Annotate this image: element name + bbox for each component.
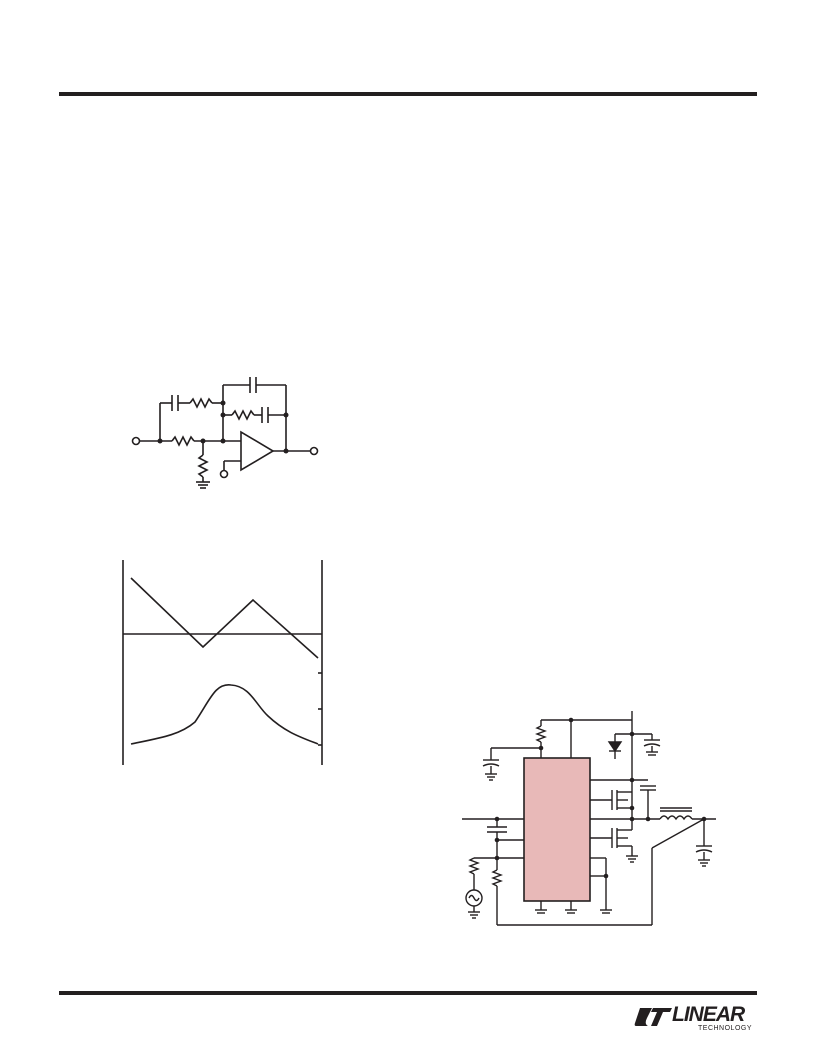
op-amp [240,430,275,472]
lt-logo-icon [634,1008,672,1026]
resistor-r4 [197,454,209,478]
company-logo: LINEAR TECHNOLOGY [672,1003,753,1033]
controller-ic [523,757,591,902]
logo-subtext: TECHNOLOGY [698,1025,753,1032]
resistor-r3 [231,409,255,421]
footer-rule [59,991,757,995]
header-rule [59,92,757,96]
input-terminal [131,436,141,446]
output-terminal [309,446,319,456]
logo-wordmark: LINEAR [672,1003,745,1026]
peak-curve [130,684,319,745]
resistor-r2 [189,397,213,409]
ref-terminal [219,469,229,479]
triangle-wave [130,577,319,659]
resistor-r1 [171,435,195,447]
